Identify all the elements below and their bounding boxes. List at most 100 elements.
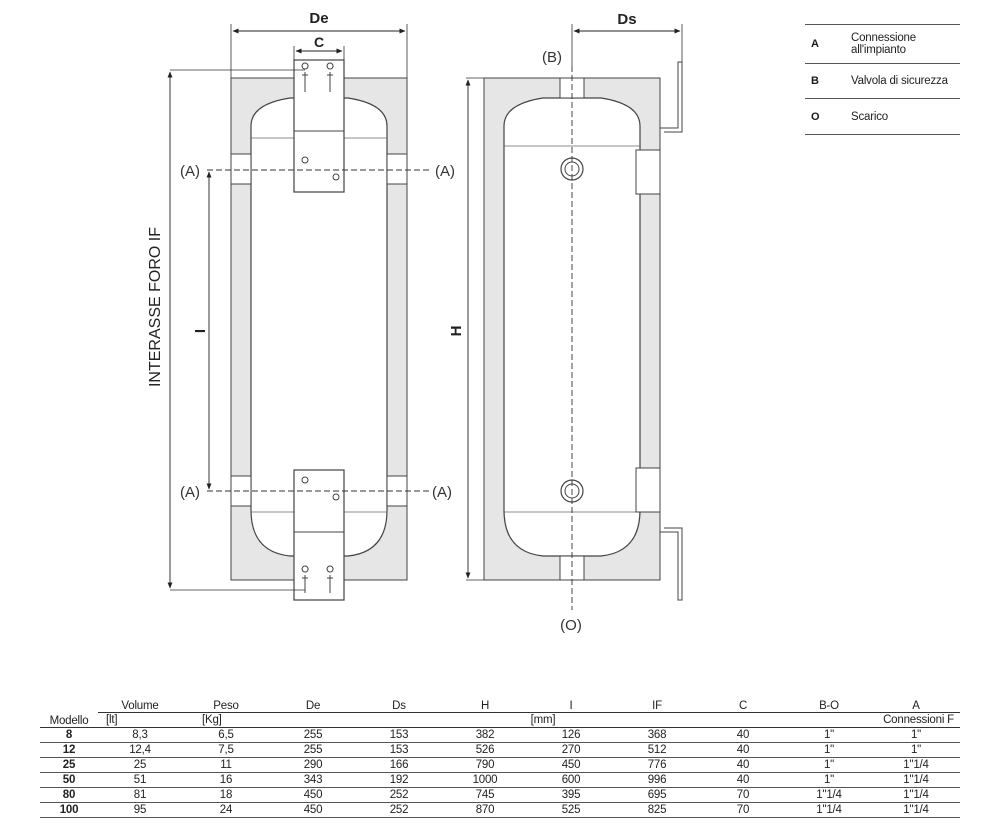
dim-label-i: I xyxy=(192,329,209,333)
technical-drawing: De C INTERASSE FORO IF I (A) (A) (A) (A) xyxy=(147,10,683,634)
cell-modello: 100 xyxy=(40,802,98,818)
cell-peso: 24 xyxy=(182,802,270,818)
cell-modello: 8 xyxy=(40,727,98,743)
dim-label-if: INTERASSE FORO IF xyxy=(147,227,164,387)
legend-code: O xyxy=(811,110,820,123)
cell-volume: 81 xyxy=(98,787,182,803)
cell-peso: 6,5 xyxy=(182,727,270,743)
cell-de: 290 xyxy=(270,757,356,773)
connection-label-a-top-left: (A) xyxy=(180,163,200,180)
cell-de: 450 xyxy=(270,802,356,818)
column-header-i: I xyxy=(569,700,573,712)
column-header-de: De xyxy=(305,700,321,712)
cell-if: 776 xyxy=(614,757,700,773)
dim-label-h: H xyxy=(448,326,465,337)
cell-if: 825 xyxy=(614,802,700,818)
cell-if: 996 xyxy=(614,772,700,788)
cell-h: 745 xyxy=(442,787,528,803)
unit-connessioni: Connessioni F xyxy=(786,712,960,728)
specifications-table: Modello Volume Peso De Ds H I IF C B-O A… xyxy=(40,694,960,818)
bottom-wall-bracket xyxy=(293,469,345,601)
unit-volume: [lt] xyxy=(98,712,182,728)
table-units-row: [lt] [Kg] [mm] Connessioni F xyxy=(40,712,960,728)
cell-modello: 12 xyxy=(40,742,98,758)
cell-a: 1"1/4 xyxy=(872,772,960,788)
legend-row: A Connessione all'impianto xyxy=(805,24,960,63)
cell-b-o: 1" xyxy=(786,727,872,743)
connection-label-o: (O) xyxy=(560,617,582,634)
cell-volume: 8,3 xyxy=(98,727,182,743)
cell-if: 512 xyxy=(614,742,700,758)
column-header-if: IF xyxy=(652,700,662,712)
cell-volume: 51 xyxy=(98,772,182,788)
cell-h: 870 xyxy=(442,802,528,818)
cell-peso: 7,5 xyxy=(182,742,270,758)
legend-description: Valvola di sicurezza xyxy=(851,75,948,87)
connection-label-a-top-right: (A) xyxy=(435,163,455,180)
cell-c: 70 xyxy=(700,802,786,818)
cell-if: 695 xyxy=(614,787,700,803)
cell-b-o: 1" xyxy=(786,742,872,758)
legend: A Connessione all'impianto B Valvola di … xyxy=(805,24,960,135)
top-wall-bracket xyxy=(293,59,345,193)
cell-de: 255 xyxy=(270,742,356,758)
cell-peso: 11 xyxy=(182,757,270,773)
cell-ds: 166 xyxy=(356,757,442,773)
cell-peso: 16 xyxy=(182,772,270,788)
cell-a: 1" xyxy=(872,742,960,758)
cell-c: 40 xyxy=(700,742,786,758)
cell-c: 70 xyxy=(700,787,786,803)
cell-i: 126 xyxy=(528,727,614,743)
cell-modello: 80 xyxy=(40,787,98,803)
cell-h: 1000 xyxy=(442,772,528,788)
connection-label-a-bottom-left: (A) xyxy=(180,484,200,501)
legend-row: B Valvola di sicurezza xyxy=(805,63,960,98)
cell-ds: 153 xyxy=(356,727,442,743)
cell-a: 1"1/4 xyxy=(872,787,960,803)
dim-label-de: De xyxy=(309,10,328,27)
legend-code: B xyxy=(811,75,819,87)
legend-description: Connessione all'impianto xyxy=(851,32,916,56)
cell-ds: 252 xyxy=(356,787,442,803)
column-header-peso: Peso xyxy=(213,700,239,712)
connection-label-b: (B) xyxy=(542,49,562,66)
cell-a: 1"1/4 xyxy=(872,802,960,818)
column-header-h: H xyxy=(480,700,490,712)
cell-ds: 192 xyxy=(356,772,442,788)
front-tank-body xyxy=(250,97,388,557)
cell-i: 270 xyxy=(528,742,614,758)
unit-peso: [Kg] xyxy=(182,712,270,728)
cell-modello: 25 xyxy=(40,757,98,773)
cell-h: 382 xyxy=(442,727,528,743)
cell-i: 600 xyxy=(528,772,614,788)
cell-i: 450 xyxy=(528,757,614,773)
cell-b-o: 1" xyxy=(786,757,872,773)
cell-b-o: 1"1/4 xyxy=(786,787,872,803)
cell-c: 40 xyxy=(700,727,786,743)
cell-ds: 252 xyxy=(356,802,442,818)
cell-volume: 95 xyxy=(98,802,182,818)
column-header-a: A xyxy=(912,700,920,712)
front-view: De C INTERASSE FORO IF I (A) (A) (A) (A) xyxy=(147,10,455,601)
cell-volume: 12,4 xyxy=(98,742,182,758)
dim-label-ds: Ds xyxy=(617,11,636,28)
cell-c: 40 xyxy=(700,772,786,788)
cell-b-o: 1" xyxy=(786,772,872,788)
cell-i: 395 xyxy=(528,787,614,803)
cell-peso: 18 xyxy=(182,787,270,803)
legend-row: O Scarico xyxy=(805,98,960,135)
side-view: Ds H (B) (O) xyxy=(448,11,683,634)
legend-code: A xyxy=(811,38,819,50)
cell-b-o: 1"1/4 xyxy=(786,802,872,818)
legend-description: Scarico xyxy=(851,110,888,123)
cell-de: 343 xyxy=(270,772,356,788)
cell-a: 1" xyxy=(872,727,960,743)
cell-ds: 153 xyxy=(356,742,442,758)
